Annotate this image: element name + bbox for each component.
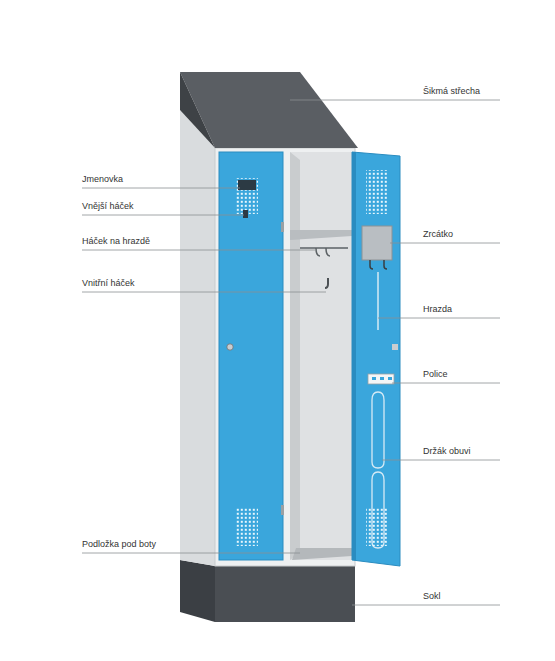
callout-label: Sokl xyxy=(423,591,441,602)
callout-label: Šikmá střecha xyxy=(423,86,480,97)
callout-label: Háček na hrazdě xyxy=(82,236,150,247)
callout-label: Jmenovka xyxy=(82,174,123,185)
callout-label: Police xyxy=(423,369,448,380)
callout-label: Hrazda xyxy=(423,304,452,315)
callout-label: Vnější háček xyxy=(82,201,134,212)
callout-label: Vnitřní háček xyxy=(82,278,135,289)
callout-label: Držák obuvi xyxy=(423,446,471,457)
callout-label: Podložka pod boty xyxy=(82,539,156,550)
callout-label: Zrcátko xyxy=(423,229,453,240)
